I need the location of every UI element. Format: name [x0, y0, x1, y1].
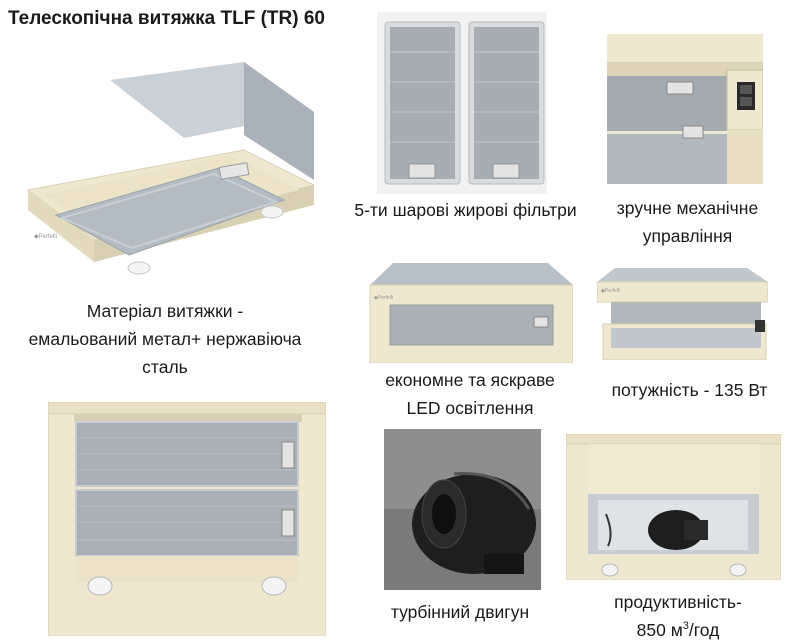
caption-controls-line-2: управління [642, 226, 733, 246]
caption-capacity-line-1: продуктивність- [614, 592, 742, 612]
capacity-value: 850 м [636, 620, 683, 640]
capacity-unit: /год [688, 620, 720, 640]
caption-material-line-3: сталь [142, 357, 188, 377]
caption-filters: 5-ти шарові жирові фільтри [354, 200, 577, 220]
capacity-superscript: 3 [682, 620, 689, 633]
caption-power: потужність - 135 Вт [611, 380, 768, 400]
caption-led: економне та яскраве LED освітлення [350, 366, 590, 422]
caption-capacity-line-2: 850 м3/год [578, 616, 778, 644]
extended-hood-photo: ◆Perfelli [597, 268, 768, 360]
led-hood-photo: ◆Perfelli [368, 263, 573, 363]
caption-capacity: продуктивність- 850 м3/год [578, 588, 778, 644]
open-hood-motor-photo [566, 434, 781, 580]
caption-controls-line-1: зручне механічне [616, 198, 759, 218]
svg-text:◆Perfelli: ◆Perfelli [601, 288, 620, 294]
hood-front-filters-photo [48, 402, 326, 636]
caption-motor: турбінний двигун [390, 602, 530, 622]
svg-text:◆Perfelli: ◆Perfelli [34, 234, 57, 240]
caption-material-line-2: емальований метал+ нержавіюча [28, 329, 302, 349]
caption-controls: зручне механічне управління [595, 194, 780, 250]
mechanical-controls-photo [607, 34, 763, 184]
caption-led-line-1: економне та яскраве [385, 370, 555, 390]
caption-material: Матеріал витяжки - емальований метал+ не… [0, 297, 330, 381]
turbine-motor-photo [384, 429, 541, 590]
caption-material-line-1: Матеріал витяжки - [86, 301, 244, 321]
hood-main-photo: ◆Perfelli [14, 50, 319, 285]
svg-text:◆Perfelli: ◆Perfelli [374, 295, 393, 301]
caption-led-line-2: LED освітлення [406, 398, 534, 418]
page-title: Телескопічна витяжка TLF (TR) 60 [8, 8, 325, 29]
grease-filters-photo [377, 12, 547, 194]
